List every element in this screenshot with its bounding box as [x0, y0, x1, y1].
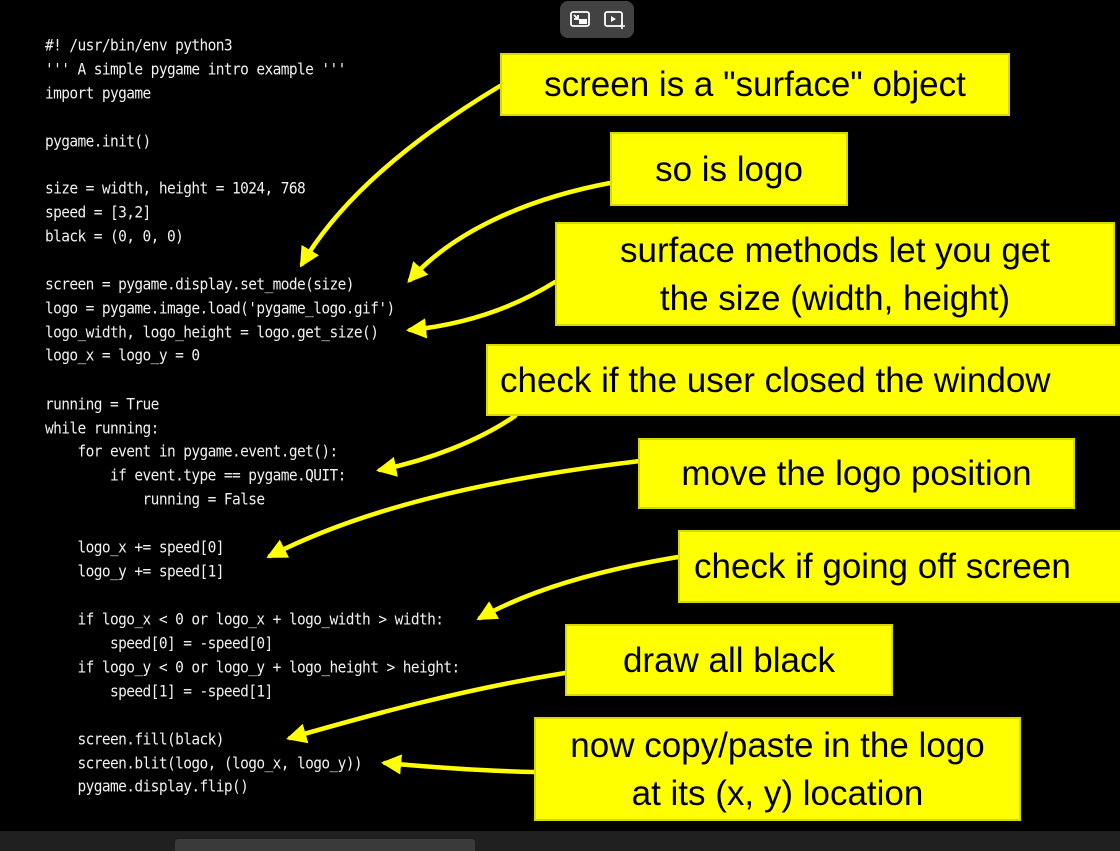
callout-surface: screen is a "surface" object — [500, 53, 1010, 116]
code-line: for event in pygame.event.get(): — [45, 443, 339, 461]
arrow-surface — [299, 83, 503, 268]
code-line: screen = pygame.display.set_mode(size) — [45, 276, 355, 294]
code-line: running = True — [45, 396, 159, 414]
code-line: size = width, height = 1024, 768 — [45, 180, 306, 198]
callout-methods-line1: surface methods let you get — [620, 231, 1050, 270]
code-line: if logo_x < 0 or logo_x + logo_width > w… — [45, 611, 444, 629]
code-line: if logo_y < 0 or logo_y + logo_height > … — [45, 659, 461, 677]
callout-draw-text: draw all black — [622, 641, 836, 680]
code-line: while running: — [45, 420, 159, 438]
arrow-draw — [286, 670, 568, 744]
code-line: screen.fill(black) — [45, 731, 225, 749]
code-line: if event.type == pygame.QUIT: — [45, 467, 346, 485]
arrow-methods — [405, 279, 558, 339]
code-line: logo_y += speed[1] — [45, 563, 225, 581]
code-line: logo = pygame.image.load('pygame_logo.gi… — [45, 300, 395, 318]
code-line: pygame.init() — [45, 133, 151, 151]
code-line: speed[1] = -speed[1] — [45, 683, 273, 701]
code-line: screen.blit(logo, (logo_x, logo_y)) — [45, 755, 363, 773]
exit-picture-in-picture-icon[interactable] — [567, 6, 593, 32]
callout-closed-text: check if the user closed the window — [500, 361, 1051, 400]
arrow-offscreen — [476, 554, 681, 621]
video-frame: #! /usr/bin/env python3 ''' A simple pyg… — [45, 1, 1120, 821]
callout-logo: so is logo — [610, 132, 848, 206]
code-line: #! /usr/bin/env python3 — [45, 37, 233, 55]
code-line: import pygame — [45, 85, 151, 103]
callout-logo-text: so is logo — [655, 150, 803, 189]
callout-surface-text: screen is a "surface" object — [544, 65, 966, 104]
code-line: logo_width, logo_height = logo.get_size(… — [45, 324, 379, 342]
arrow-closed — [376, 413, 518, 477]
callout-methods-line2: the size (width, height) — [659, 279, 1011, 318]
video-overlay-controls — [560, 1, 634, 38]
code-line: pygame.display.flip() — [45, 778, 249, 796]
callout-move: move the logo position — [638, 438, 1075, 509]
code-line: logo_x += speed[0] — [45, 539, 225, 557]
callout-draw-black: draw all black — [565, 624, 893, 696]
video-sparkle-icon[interactable] — [601, 6, 627, 32]
code-line: running = False — [45, 491, 266, 509]
callout-offscreen-text: check if going off screen — [694, 547, 1071, 586]
callout-copy-paste: now copy/paste in the logo at its (x, y)… — [534, 717, 1021, 821]
code-line: black = (0, 0, 0) — [45, 228, 184, 246]
callout-window-closed: check if the user closed the window — [486, 344, 1120, 416]
code-line: speed[0] = -speed[0] — [45, 635, 273, 653]
player-controls-strip — [175, 839, 475, 851]
code-line: speed = [3,2] — [45, 204, 151, 222]
code-line: ''' A simple pygame intro example ''' — [45, 61, 346, 79]
code-line: logo_x = logo_y = 0 — [45, 347, 200, 365]
player-bottom-bar — [0, 831, 1120, 851]
callout-copy-line1: now copy/paste in the logo — [570, 726, 985, 765]
callout-surface-methods: surface methods let you get the size (wi… — [555, 222, 1115, 326]
arrow-copy — [380, 754, 537, 775]
callout-copy-line2: at its (x, y) location — [631, 774, 924, 813]
callout-offscreen: check if going off screen — [678, 530, 1120, 603]
callout-move-text: move the logo position — [681, 454, 1032, 493]
